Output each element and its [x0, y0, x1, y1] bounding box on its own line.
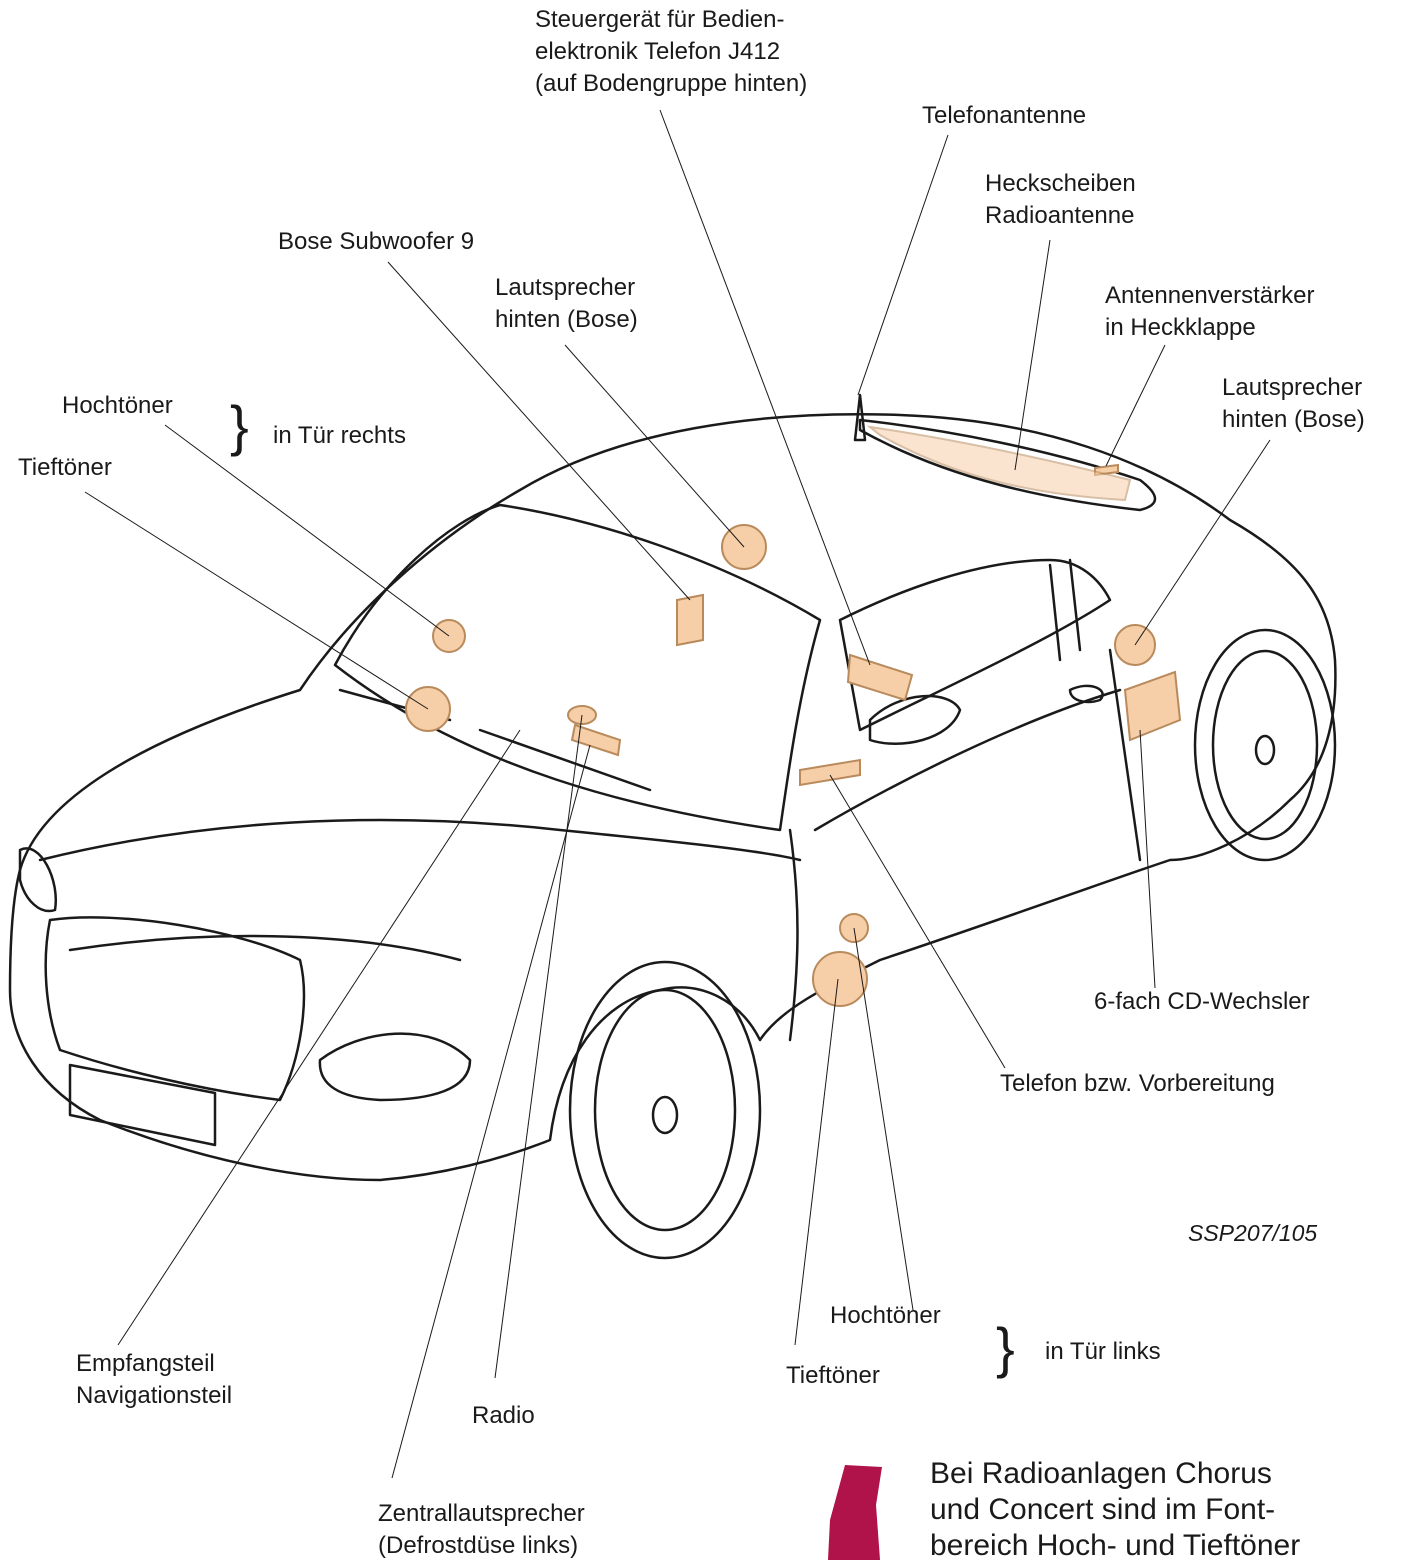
phone-unit	[799, 758, 861, 787]
label-tieftoener-links: Tieftöner	[786, 1362, 880, 1389]
label-telefon: Telefon bzw. Vorbereitung	[1000, 1070, 1275, 1097]
note-text: Bei Radioanlagen Chorus und Concert sind…	[930, 1457, 1301, 1562]
control-unit-j412	[846, 653, 914, 702]
label-heckscheiben: Heckscheiben Radioantenne	[985, 170, 1136, 229]
leader-hochtoener-links	[853, 927, 914, 1311]
label-hochtoener-rechts: Hochtöner	[62, 392, 173, 419]
label-zentrallautsprecher: Zentrallautsprecher (Defrostdüse links)	[378, 1500, 585, 1559]
label-cd-wechsler: 6-fach CD-Wechsler	[1094, 988, 1310, 1015]
label-lautsprecher-hinten-1: Lautsprecher hinten (Bose)	[495, 274, 638, 333]
woofer-door-left	[812, 951, 868, 1007]
leader-steuergeraet	[659, 109, 871, 666]
leader-hochtoener-rechts	[164, 424, 450, 637]
figure-id: SSP207/105	[1188, 1220, 1318, 1246]
leader-tieftoener-links	[794, 978, 839, 1346]
brace-rechts: }	[230, 394, 249, 457]
leader-bose-subwoofer	[387, 261, 691, 601]
label-steuergeraet: Steuergerät für Bedien- elektronik Telef…	[535, 6, 808, 97]
note-marker-icon	[828, 1465, 882, 1560]
cd-changer	[1123, 670, 1182, 742]
leader-telefon	[829, 774, 1006, 1069]
label-tuer-links: in Tür links	[1045, 1338, 1161, 1365]
leader-heckscheiben	[1014, 239, 1051, 471]
label-lautsprecher-hinten-2: Lautsprecher hinten (Bose)	[1222, 374, 1365, 433]
label-radio: Radio	[472, 1402, 535, 1429]
label-telefonantenne: Telefonantenne	[922, 102, 1087, 129]
leader-lautsprecher-hinten-1	[564, 344, 745, 548]
leader-zentrallautsprecher	[391, 744, 591, 1479]
label-tieftoener-rechts: Tieftöner	[18, 454, 112, 481]
leader-cd-wechsler	[1139, 729, 1156, 989]
components	[405, 425, 1182, 1007]
leader-empfangsteil	[117, 729, 521, 1346]
rear-window-antenna	[866, 425, 1132, 502]
leader-lines	[84, 109, 1271, 1479]
radio-unit	[570, 723, 622, 757]
leader-lautsprecher-hinten-2	[1134, 439, 1271, 646]
leader-tieftoener-rechts	[84, 491, 429, 710]
bose-subwoofer	[676, 593, 704, 647]
label-bose-subwoofer: Bose Subwoofer 9	[278, 228, 475, 255]
brace-links: }	[996, 1316, 1015, 1379]
leader-telefonantenne	[857, 134, 949, 396]
car-body	[8, 393, 1337, 1260]
label-tuer-rechts: in Tür rechts	[273, 422, 406, 449]
leader-antennenverstaerker	[1105, 344, 1166, 467]
label-empfangsteil: Empfangsteil Navigationsteil	[76, 1350, 233, 1409]
label-antennenverstaerker: Antennenverstärker in Heckklappe	[1105, 282, 1315, 341]
label-hochtoener-links: Hochtöner	[830, 1302, 941, 1329]
leader-radio	[494, 714, 583, 1379]
